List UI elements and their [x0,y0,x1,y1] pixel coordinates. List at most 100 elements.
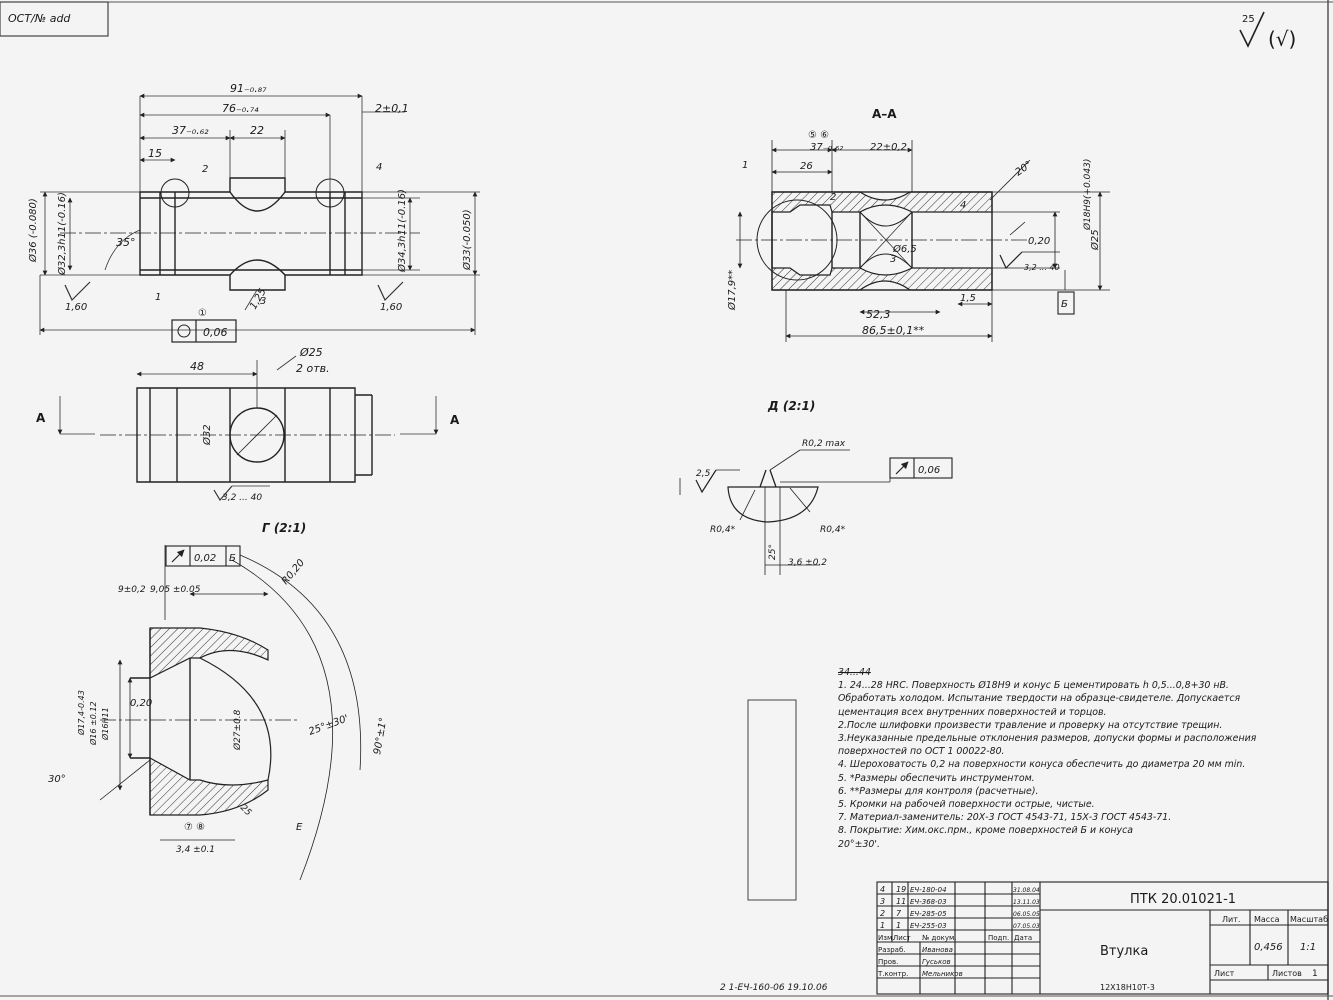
side-frame [747,699,797,901]
svg-text:4: 4 [880,885,885,894]
svg-text:4: 4 [960,200,966,211]
svg-text:7: 7 [896,909,902,918]
svg-text:0,20: 0,20 [130,698,152,709]
svg-text:Иванова: Иванова [922,946,953,954]
svg-text:ЕЧ-368-03: ЕЧ-368-03 [910,898,947,906]
svg-text:3,2 ... 40: 3,2 ... 40 [222,493,262,503]
svg-text:А: А [36,411,46,425]
svg-text:86,5±0,1**: 86,5±0,1** [862,324,925,337]
svg-text:0,20: 0,20 [1028,236,1050,247]
top-view-dimensions [57,355,439,502]
svg-text:Ø34,3h11(-0.16): Ø34,3h11(-0.16) [396,189,408,273]
svg-text:35°: 35° [116,236,136,249]
svg-text:1: 1 [880,921,885,930]
svg-text:25: 25 [1242,14,1255,25]
svg-text:Б: Б [229,553,236,564]
svg-text:3: 3 [890,254,896,265]
note-line: 1. 24...28 HRC. Поверхность Ø18Н9 и кону… [838,680,1229,692]
svg-text:0,456: 0,456 [1254,942,1283,953]
svg-text:Ø33(-0.050): Ø33(-0.050) [461,209,473,271]
section-aa: А–А ⑤ ⑥ [726,107,1110,342]
corner-stamp: ОСТ/№ add [0,1,109,37]
svg-text:Лист: Лист [893,934,911,942]
svg-text:2±0,1: 2±0,1 [375,102,409,115]
svg-text:Масштаб: Масштаб [1290,915,1328,924]
note-line: 20°±30'. [838,838,880,850]
title-block [876,881,1329,995]
note-line: поверхностей по ОСТ 1 00022-80. [838,746,1005,758]
note-line: 2.После шлифовки произвести травление и … [838,719,1223,731]
svg-text:25°±30': 25°±30' [307,713,350,738]
svg-text:2: 2 [830,192,836,203]
svg-text:R0,4*: R0,4* [820,525,846,535]
svg-text:Ø17,9**: Ø17,9** [726,270,738,311]
svg-text:⑦ ⑧: ⑦ ⑧ [184,822,205,833]
svg-text:19: 19 [896,885,906,894]
svg-text:Гуськов: Гуськов [922,958,951,966]
svg-text:37₋₀.₆₂: 37₋₀.₆₂ [172,124,209,137]
svg-text:9±0,2: 9±0,2 [118,585,146,595]
technical-notes: 34...44 1. 24...28 HRC. Поверхность Ø18Н… [838,666,1308,851]
svg-text:3,6 ±0.2: 3,6 ±0.2 [788,558,827,568]
svg-text:Д (2:1): Д (2:1) [767,399,815,413]
svg-text:0,02: 0,02 [194,553,216,564]
svg-text:Ø32: Ø32 [201,424,213,446]
svg-text:9,05 ±0.05: 9,05 ±0.05 [150,585,201,595]
svg-text:1: 1 [1312,969,1318,979]
detail-g: Г (2:1) 0,02 Б R0,20 9±0,2 9,05 [48,521,389,881]
svg-text:1,60: 1,60 [380,302,402,313]
svg-text:1: 1 [155,292,161,303]
svg-text:30°: 30° [48,774,66,785]
svg-text:Т.контр.: Т.контр. [877,970,908,978]
svg-text:3: 3 [260,296,266,307]
svg-text:26: 26 [800,161,813,172]
svg-text:ПТК 20.01021-1: ПТК 20.01021-1 [1130,892,1236,907]
svg-text:48: 48 [190,360,204,373]
svg-text:Ø25: Ø25 [1089,229,1101,251]
note-line: 3.Неуказанные предельные отклонения разм… [838,733,1257,745]
svg-text:(√): (√) [1268,27,1296,51]
svg-text:Пров.: Пров. [878,958,898,966]
svg-text:R0,2 max: R0,2 max [802,439,846,449]
svg-text:①: ① [198,308,207,319]
note-line: Обработать холодом. Испытание твердости … [838,693,1241,705]
svg-text:2,5: 2,5 [696,469,711,479]
svg-text:Ø16H11: Ø16H11 [100,707,110,741]
svg-text:22±0,2: 22±0,2 [870,142,907,153]
svg-text:R0,20: R0,20 [280,557,307,586]
svg-text:Ø16 ±0.12: Ø16 ±0.12 [88,701,98,746]
notes-header: 34...44 [838,667,871,678]
svg-text:2: 2 [880,909,885,918]
svg-text:2 1-ЕЧ-160-06 19.10.06: 2 1-ЕЧ-160-06 19.10.06 [720,983,828,993]
svg-text:1,60: 1,60 [65,302,87,313]
main-view-labels: 91₋₀.₈₇ 76₋₀.₇₄ 37₋₀.₆₂ 22 15 2±0,1 Ø36 … [27,82,473,313]
svg-text:4: 4 [376,162,382,173]
svg-text:ОСТ/№ add: ОСТ/№ add [8,12,71,25]
svg-text:Лист: Лист [1214,969,1235,978]
svg-text:Б: Б [1061,299,1068,310]
svg-text:20°: 20° [1013,159,1034,178]
svg-text:Листов: Листов [1272,969,1302,978]
svg-text:№ докум.: № докум. [922,934,957,942]
note-line: 7. Материал-заменитель: 20Х-3 ГОСТ 4543-… [838,812,1172,824]
main-view [60,177,420,291]
svg-text:15: 15 [148,147,162,160]
svg-text:ЕЧ-255-03: ЕЧ-255-03 [910,922,947,930]
svg-text:R0,4*: R0,4* [710,525,736,535]
svg-text:0,06: 0,06 [203,326,228,339]
svg-text:Подп.: Подп. [988,934,1009,942]
note-line: 5. *Размеры обеспечить инструментом. [838,772,1035,784]
svg-text:11: 11 [896,897,906,906]
svg-text:3: 3 [880,897,885,906]
svg-text:А–А: А–А [872,107,897,121]
svg-text:⑤ ⑥: ⑤ ⑥ [808,130,829,141]
note-line: цементация всех внутренних поверхностей … [838,706,1107,718]
svg-text:Масса: Масса [1254,915,1280,924]
top-view-labels: 48 Ø25 2 отв. Ø32 3,2 ... 40 А А [36,346,460,503]
svg-text:76₋₀.₇₄: 76₋₀.₇₄ [222,102,259,115]
svg-text:1,5: 1,5 [960,293,976,304]
svg-text:ЕЧ-180-04: ЕЧ-180-04 [910,886,947,894]
title-block-text: ПТК 20.01021-1 Втулка Лит. Масса Масштаб… [720,885,1328,993]
